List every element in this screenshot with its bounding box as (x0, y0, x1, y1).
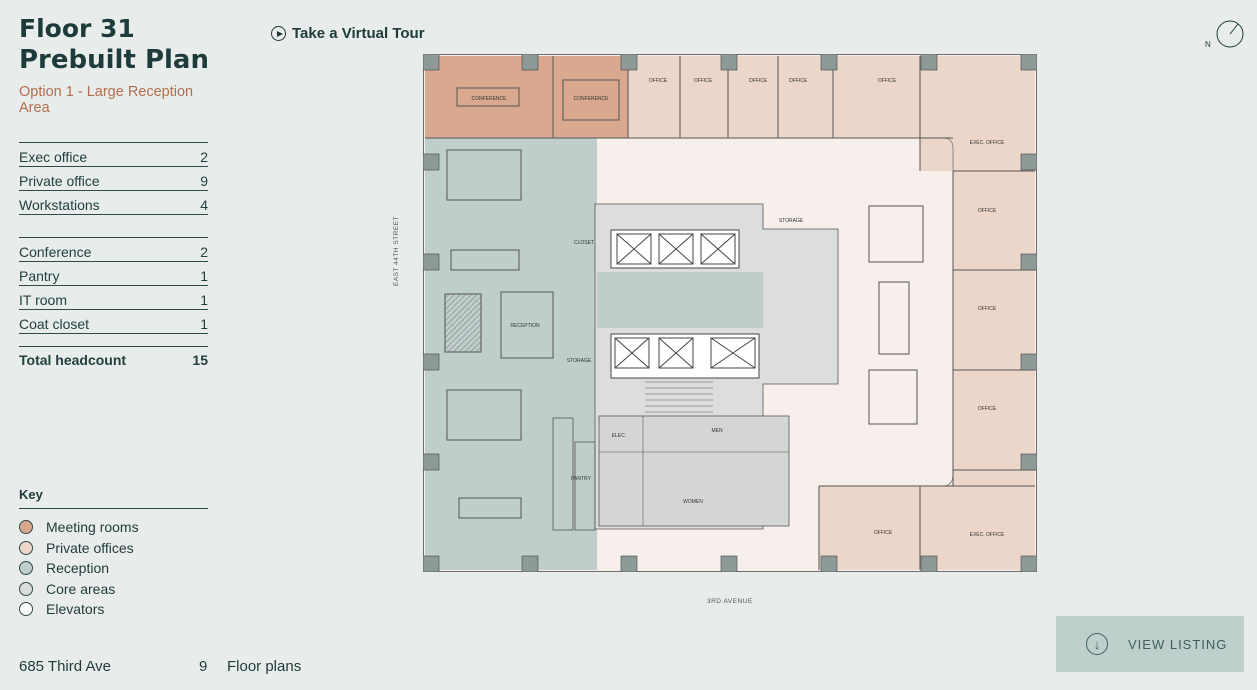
label-elec: ELEC. (612, 433, 626, 439)
label-exec-office-top: EXEC. OFFICE (970, 140, 1005, 146)
reception-zone (425, 138, 597, 570)
plan-title: Prebuilt Plan (19, 45, 209, 75)
lounge-top (446, 149, 522, 201)
label-conference-b: CONFERENCE (573, 96, 609, 102)
open-table (878, 281, 910, 355)
reception-seating (500, 291, 554, 359)
elevators-top (610, 229, 740, 269)
virtual-tour-label: Take a Virtual Tour (292, 25, 425, 42)
legend-swatch (19, 581, 33, 596)
label-office-bottom: OFFICE (874, 530, 893, 536)
legend-item-elevators: Elevators (19, 599, 208, 620)
label-office-top-3: OFFICE (749, 78, 768, 84)
exec-office-top (920, 56, 1035, 171)
option-label: Option 1 - Large Reception Area (19, 84, 194, 116)
lounge-bottom (446, 389, 522, 441)
corridor (597, 272, 763, 328)
legend-item-core-areas: Core areas (19, 579, 208, 600)
building-address: 685 Third Ave (19, 658, 112, 675)
private-offices-right (953, 171, 1035, 486)
legend-swatch (19, 540, 33, 555)
open-lounge-top (868, 205, 924, 263)
compass-north-label: N (1205, 40, 1211, 49)
virtual-tour-button[interactable]: Take a Virtual Tour (271, 25, 425, 42)
legend-swatch (19, 520, 33, 535)
play-icon (271, 26, 286, 41)
street-label-east-44th: EAST 44TH STREET (393, 215, 400, 286)
legend: Key Meeting rooms Private offices Recept… (19, 487, 208, 620)
conference-table-b (562, 79, 620, 121)
label-closet: CLOSET (574, 240, 594, 246)
floor-title: Floor 31 (19, 14, 135, 43)
label-office-right-1: OFFICE (978, 208, 997, 214)
label-reception: RECEPTION (510, 323, 540, 329)
table-left-1 (450, 249, 520, 271)
floor-plans-count: 9 (199, 658, 208, 675)
exec-office-bottom (920, 486, 1035, 570)
compass-icon (1216, 20, 1244, 48)
label-storage-top: STORAGE (779, 218, 804, 224)
legend-item-private-offices: Private offices (19, 538, 208, 559)
label-women: WOMEN (683, 499, 703, 505)
table-left-2 (458, 497, 522, 519)
legend-swatch (19, 602, 33, 617)
label-men: MEN (711, 428, 723, 434)
columns (423, 54, 1037, 572)
legend-item-meeting-rooms: Meeting rooms (19, 517, 208, 538)
floor-plan: CONFERENCE CONFERENCE OFFICE OFFICE OFFI… (423, 54, 1037, 572)
restrooms (598, 415, 790, 527)
sidebar: Floor 31 Prebuilt Plan Option 1 - Large … (19, 14, 209, 369)
pantry-counter (552, 417, 574, 531)
legend-title: Key (19, 487, 208, 509)
reception-desk (444, 293, 482, 353)
conference-table-a (456, 87, 520, 107)
open-lounge (868, 369, 918, 425)
label-office-top-1: OFFICE (649, 78, 668, 84)
floor-plans-link[interactable]: Floor plans (227, 658, 302, 675)
label-storage-left: STORAGE (567, 358, 592, 364)
label-office-right-3: OFFICE (978, 406, 997, 412)
label-office-top-4: OFFICE (789, 78, 808, 84)
label-exec-office-bottom: EXEC. OFFICE (970, 532, 1005, 538)
label-pantry: PANTRY (571, 476, 591, 482)
label-office-top-5: OFFICE (878, 78, 897, 84)
street-label-3rd-avenue: 3RD AVENUE (707, 598, 753, 605)
legend-item-reception: Reception (19, 558, 208, 579)
label-office-right-2: OFFICE (978, 306, 997, 312)
legend-swatch (19, 561, 33, 576)
view-listing-label: VIEW LISTING (1128, 636, 1228, 652)
view-listing-button[interactable]: ↓ VIEW LISTING (1056, 616, 1244, 672)
label-office-top-2: OFFICE (694, 78, 713, 84)
arrow-down-circle-icon: ↓ (1086, 633, 1108, 655)
elevators-bottom (610, 333, 760, 379)
label-conference-a: CONFERENCE (471, 96, 507, 102)
compass: N (1205, 18, 1245, 52)
stairs (645, 381, 713, 413)
private-offices-top (628, 56, 920, 138)
